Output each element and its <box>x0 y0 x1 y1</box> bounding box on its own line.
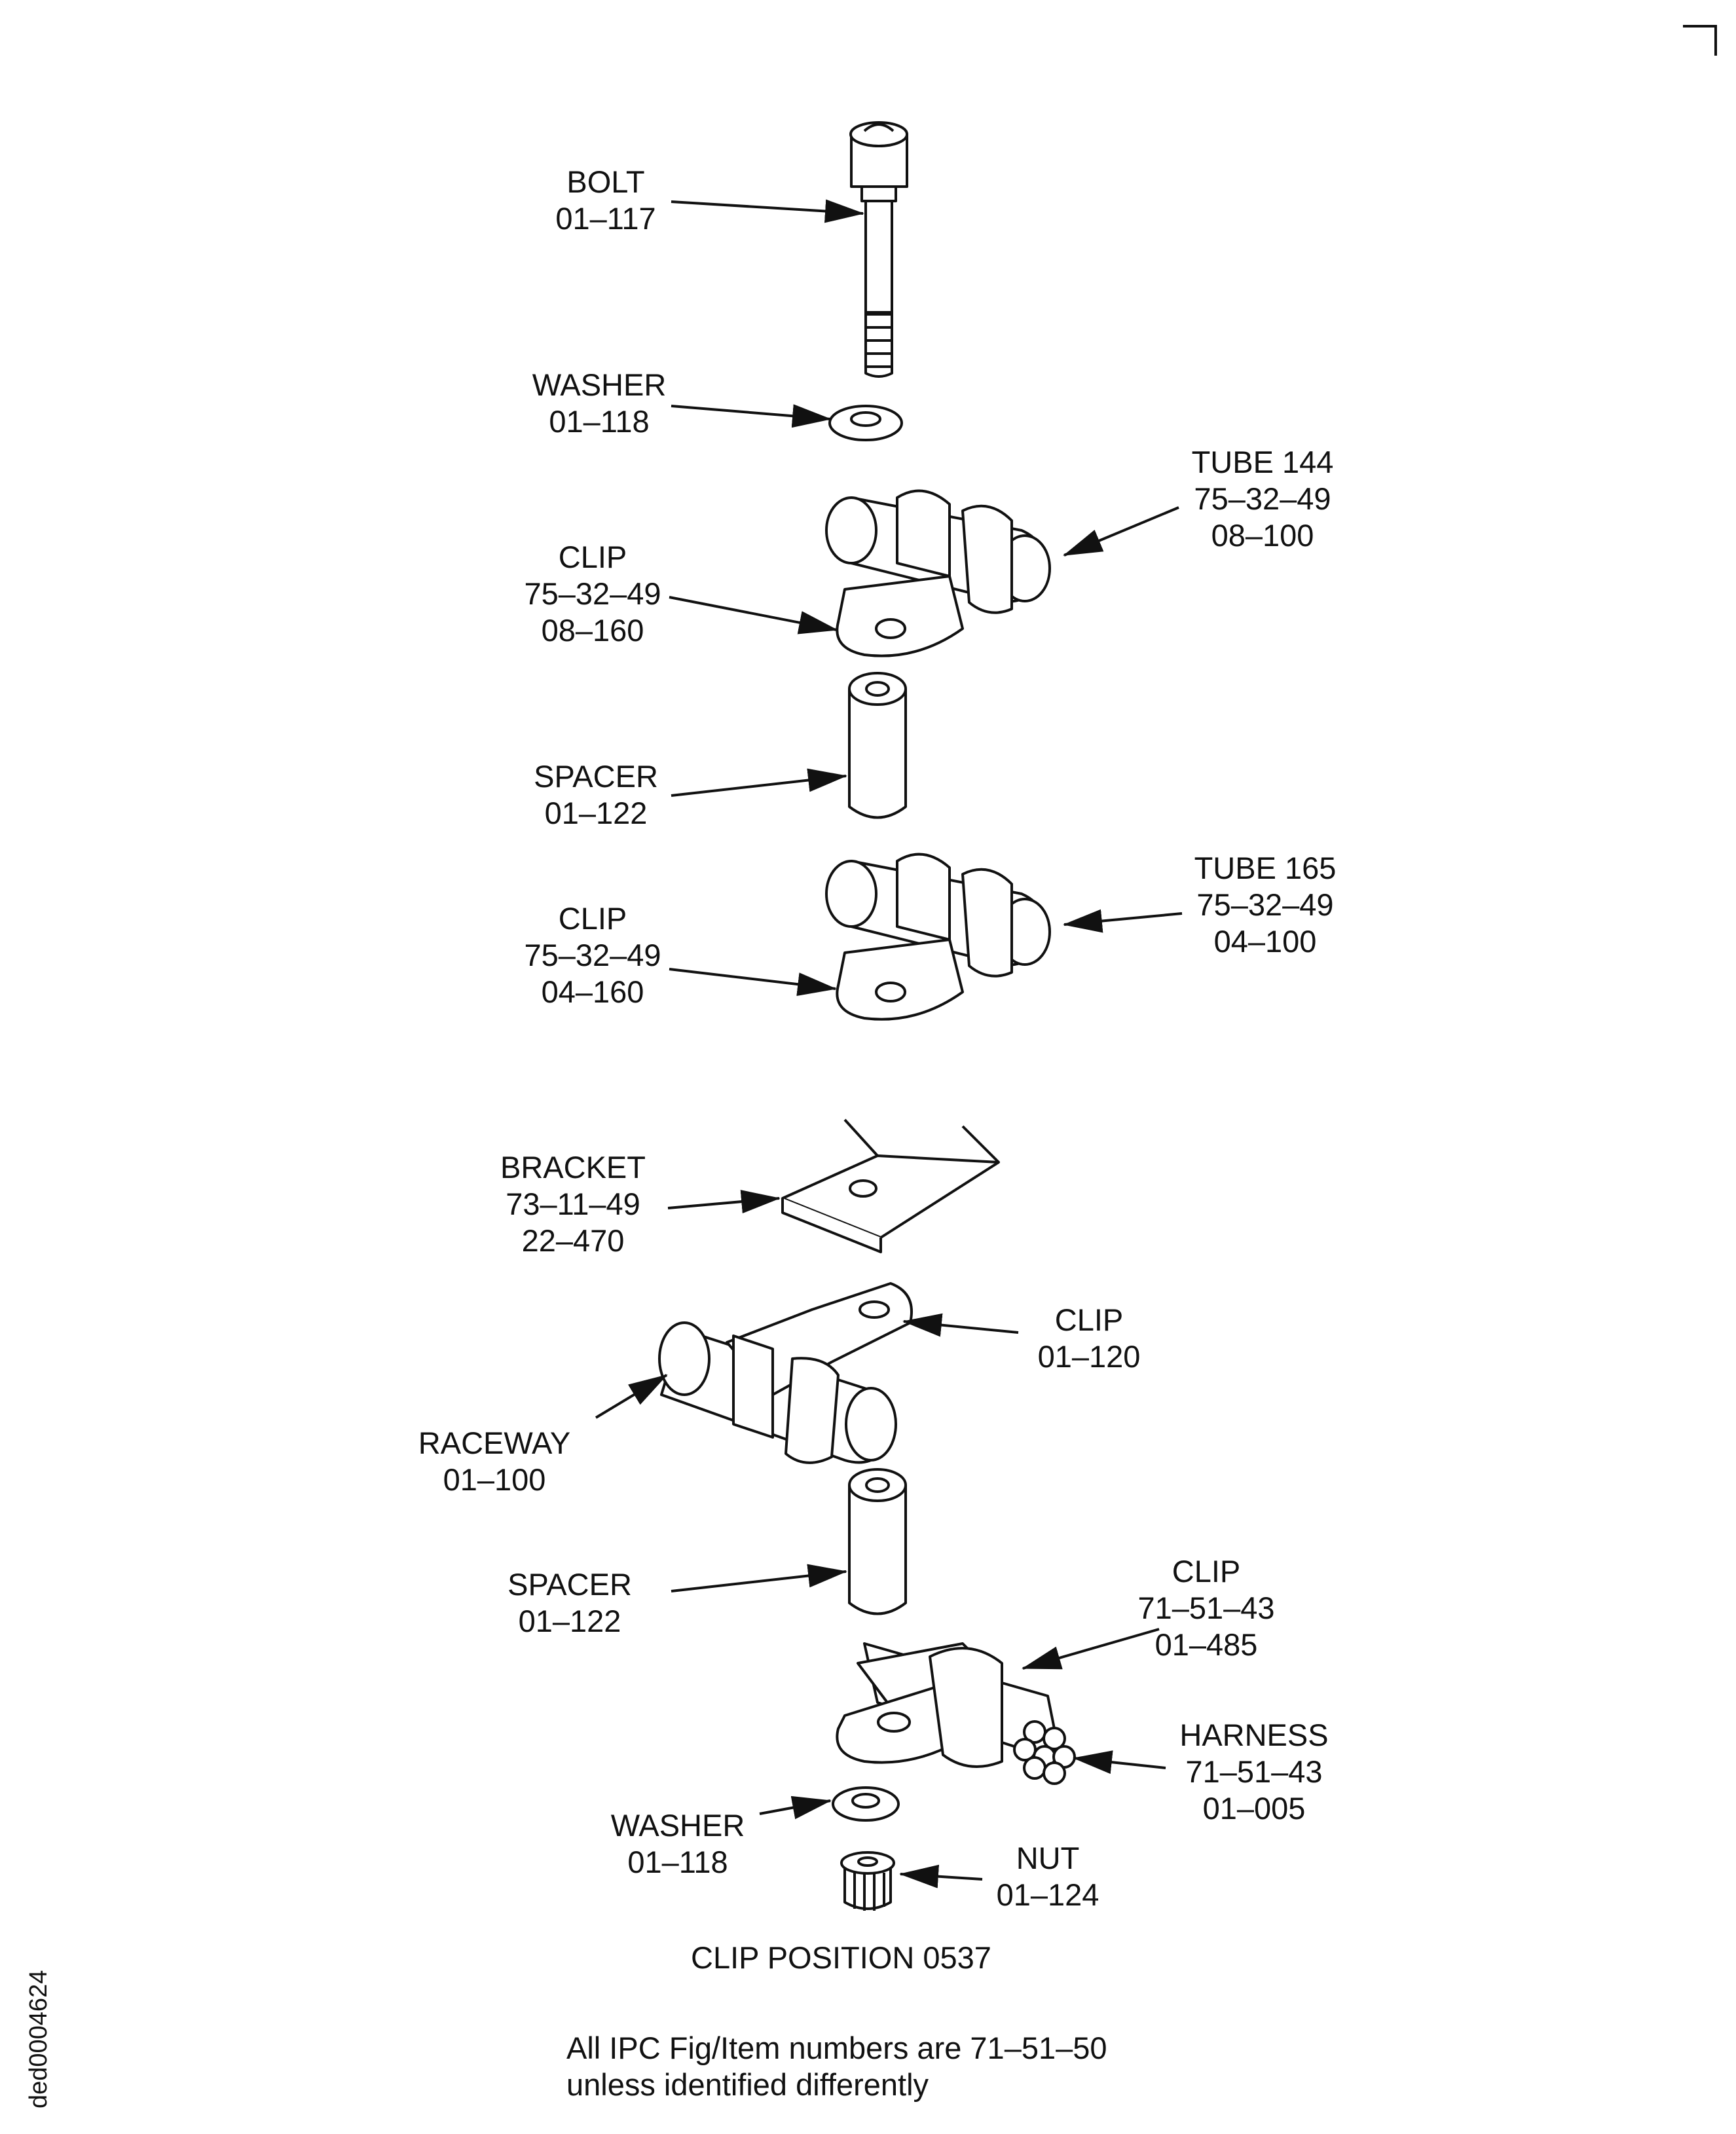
washer-top-part <box>830 406 902 440</box>
harness-leader <box>1073 1750 1166 1775</box>
spacer-top-leader <box>671 768 847 796</box>
clip-raceway-part <box>659 1283 912 1463</box>
ipc-note: All IPC Fig/Item numbers are 71–51–50 un… <box>566 2030 1107 2103</box>
bracket-leader <box>668 1190 781 1214</box>
nut-leader <box>899 1864 982 1888</box>
washer-bottom-part <box>833 1788 898 1820</box>
clip-tube-144-part <box>826 491 1050 656</box>
bolt-part <box>851 122 907 377</box>
spacer-bottom-part <box>849 1469 906 1614</box>
tube-165-leader <box>1063 909 1182 933</box>
bolt-leader <box>671 199 864 223</box>
corner-mark <box>1683 26 1716 56</box>
bracket-part <box>783 1120 999 1252</box>
clip-4-leader <box>1022 1629 1159 1668</box>
ipc-note-line-1: All IPC Fig/Item numbers are 71–51–50 <box>566 2031 1107 2065</box>
clip-2-leader <box>669 969 837 997</box>
spacer-top-part <box>849 673 906 818</box>
washer-bottom-leader <box>760 1795 832 1820</box>
clip-3-leader <box>902 1313 1018 1337</box>
nut-part <box>841 1852 894 1911</box>
clip-harness-part <box>837 1644 1075 1784</box>
raceway-leader <box>596 1375 668 1418</box>
washer-top-leader <box>671 404 832 428</box>
tube-144-leader <box>1063 507 1179 555</box>
spacer-bottom-leader <box>671 1564 847 1591</box>
clip-tube-165-part <box>826 855 1050 1020</box>
ipc-note-line-2: unless identified differently <box>566 2067 929 2102</box>
figure-id: ded0004624 <box>25 1970 52 2108</box>
clip-1-leader <box>669 597 838 635</box>
figure-caption: CLIP POSITION 0537 <box>691 1940 991 1975</box>
